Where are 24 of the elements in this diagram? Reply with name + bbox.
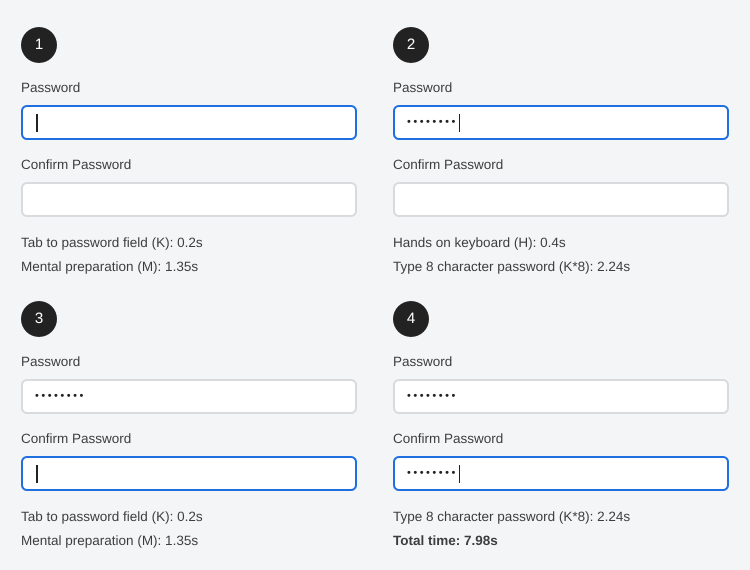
- total-time-text: Total time: 7.98s: [393, 532, 498, 550]
- timing-note: Type 8 character password (K*8): 2.24s: [393, 258, 630, 276]
- field-label: Confirm Password: [21, 156, 132, 174]
- step-number-badge: 3: [21, 301, 57, 337]
- field-label: Confirm Password: [393, 430, 504, 448]
- step-number-badge: 1: [21, 27, 57, 63]
- input-field: ••••••••: [393, 456, 729, 491]
- field-label: Confirm Password: [393, 156, 504, 174]
- field-label: Password: [393, 353, 452, 371]
- step-number-badge: 4: [393, 301, 429, 337]
- timing-note: Hands on keyboard (H): 0.4s: [393, 234, 566, 252]
- input-field: ••••••••: [393, 379, 729, 414]
- timing-note: Type 8 character password (K*8): 2.24s: [393, 508, 630, 526]
- field-label: Password: [21, 79, 80, 97]
- timing-note: Tab to password field (K): 0.2s: [21, 234, 203, 252]
- field-label: Password: [393, 79, 452, 97]
- input-field: ••••••••: [21, 379, 357, 414]
- timing-note: Mental preparation (M): 1.35s: [21, 258, 198, 276]
- field-label: Confirm Password: [21, 430, 132, 448]
- timing-note: Mental preparation (M): 1.35s: [21, 532, 198, 550]
- timing-note: Tab to password field (K): 0.2s: [21, 508, 203, 526]
- field-label: Password: [21, 353, 80, 371]
- input-field: ••••••••: [393, 105, 729, 140]
- step-number-badge: 2: [393, 27, 429, 63]
